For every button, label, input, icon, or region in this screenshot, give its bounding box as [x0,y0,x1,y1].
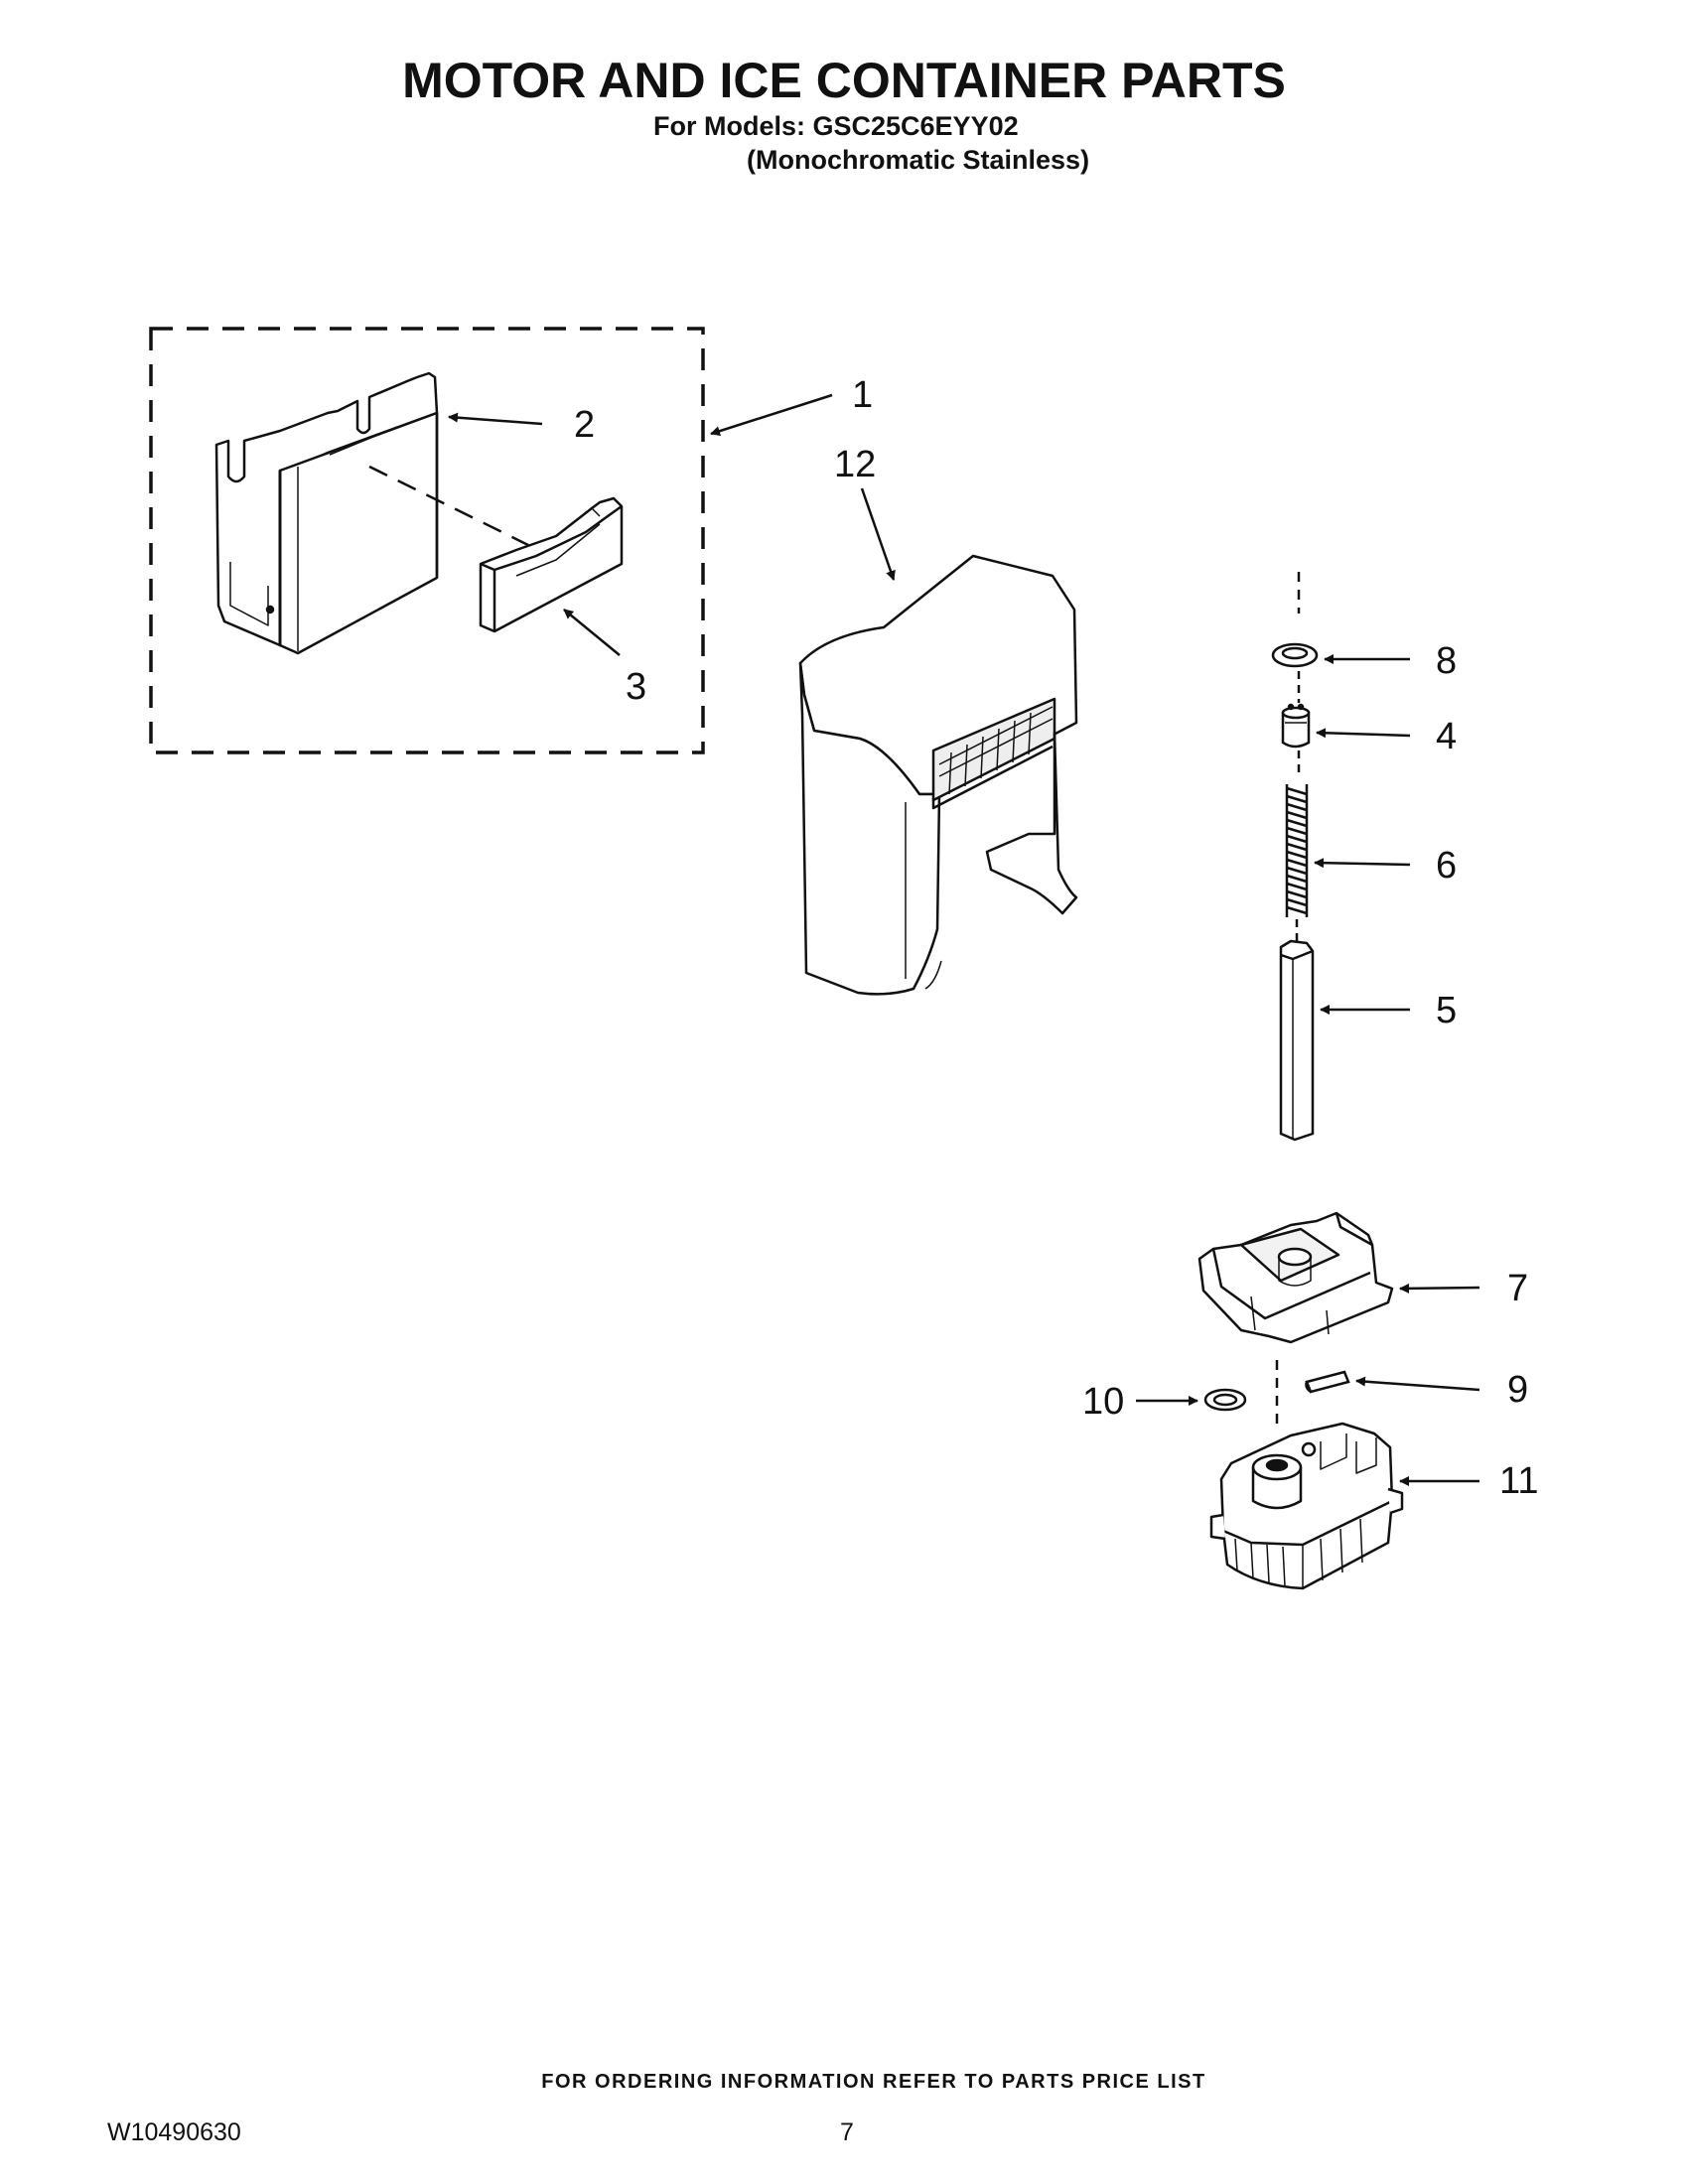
clip-9 [1305,1370,1350,1394]
shaft-5 [1279,939,1315,1142]
document-number: W10490630 [107,2118,241,2146]
leader-1 [710,393,833,437]
callout-7: 7 [1507,1268,1528,1309]
leader-9 [1355,1376,1480,1392]
finish-line: (Monochromatic Stainless) [747,145,1090,175]
page-title: MOTOR AND ICE CONTAINER PARTS [402,53,1286,108]
callout-11: 11 [1499,1460,1538,1502]
callout-5: 5 [1436,990,1457,1031]
leader-12 [860,487,896,581]
callout-1: 1 [852,374,873,416]
coupler-4 [1281,703,1311,749]
ordering-info-note: FOR ORDERING INFORMATION REFER TO PARTS … [541,2071,1206,2093]
leader-6 [1314,858,1411,869]
dispenser-cover [798,554,1078,996]
callout-3: 3 [626,666,646,708]
leader-7 [1399,1283,1480,1294]
callout-8: 8 [1436,640,1457,682]
kit-dashed-box [149,327,705,754]
callout-9: 9 [1507,1369,1528,1411]
washer-10 [1203,1388,1247,1412]
leader-3 [563,609,621,656]
leader-lines [448,393,1480,1486]
callout-12: 12 [834,444,876,485]
callout-10: 10 [1082,1381,1124,1423]
motor-mount-7 [1197,1211,1394,1344]
washer-8 [1271,642,1319,668]
ice-container-bin [214,371,439,655]
callout-6: 6 [1436,845,1457,887]
callout-4: 4 [1436,716,1457,757]
leader-4 [1316,728,1411,739]
page-number: 7 [840,2118,854,2146]
spring-6 [1285,784,1309,917]
auger-motor-11 [1209,1422,1404,1590]
models-line: For Models: GSC25C6EYY02 [653,111,1019,141]
container-bracket [479,496,624,633]
leader-2 [448,412,543,426]
callout-2: 2 [574,404,595,446]
